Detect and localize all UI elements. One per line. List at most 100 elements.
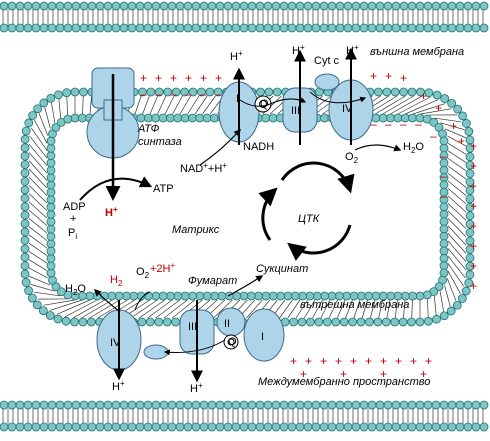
outer-membrane-label: външна мембрана bbox=[370, 46, 464, 58]
complex-IV-label-bottom: IV bbox=[110, 337, 121, 349]
positive-sign: + bbox=[350, 354, 357, 368]
complex-III-bottom bbox=[179, 300, 215, 383]
positive-sign: + bbox=[470, 259, 477, 273]
positive-sign: + bbox=[200, 71, 207, 85]
fumarate-label: Фумарат bbox=[188, 275, 237, 287]
negative-sign: – bbox=[415, 117, 422, 131]
positive-sign: + bbox=[155, 71, 162, 85]
negative-sign: – bbox=[140, 87, 147, 101]
negative-sign: – bbox=[385, 117, 392, 131]
complex-I-bottom bbox=[243, 308, 285, 362]
complex-II-bottom bbox=[216, 307, 246, 337]
q-label-top: Q bbox=[260, 98, 269, 110]
positive-sign: + bbox=[458, 134, 465, 148]
complex-IV-top bbox=[328, 47, 374, 145]
negative-sign: – bbox=[170, 87, 177, 101]
h-matrix-label: H+ bbox=[105, 205, 118, 219]
ubiquinone-bottom bbox=[223, 334, 239, 350]
complex-IV-bottom bbox=[96, 300, 142, 381]
h-label-3: H+ bbox=[346, 43, 359, 57]
positive-sign: + bbox=[300, 367, 307, 381]
negative-sign: – bbox=[440, 169, 447, 183]
positive-sign: + bbox=[305, 354, 312, 368]
succinate-label: Сукцинат bbox=[256, 263, 308, 275]
o2-label-bottom: O2 bbox=[136, 266, 150, 280]
q-label-bottom: Q bbox=[228, 336, 237, 348]
atp-synthase bbox=[79, 67, 153, 201]
negative-sign: – bbox=[215, 87, 222, 101]
2h-label-bottom: +2H+ bbox=[150, 261, 176, 275]
positive-sign: + bbox=[470, 139, 477, 153]
positive-sign: + bbox=[290, 354, 297, 368]
pi-label: Pi bbox=[68, 227, 77, 241]
adp-label: ADP bbox=[63, 201, 86, 213]
negative-sign: – bbox=[440, 149, 447, 163]
positive-sign: + bbox=[470, 179, 477, 193]
h-label-bottom-1: H+ bbox=[112, 379, 125, 393]
negative-sign: – bbox=[440, 189, 447, 203]
negative-sign: – bbox=[185, 87, 192, 101]
cytochrome-c-bottom bbox=[143, 344, 169, 360]
positive-sign: + bbox=[470, 159, 477, 173]
matrix-label: Матрикс bbox=[172, 224, 220, 236]
h2o-label-top: H2O bbox=[403, 141, 424, 155]
complex-III-label-bottom: III bbox=[188, 321, 197, 333]
positive-sign: + bbox=[365, 354, 372, 368]
positive-sign: + bbox=[450, 119, 457, 133]
complex-I-label-top: I bbox=[236, 93, 239, 105]
cytochrome-c bbox=[314, 73, 340, 91]
positive-sign: + bbox=[380, 367, 387, 381]
h2o-label-bottom: H2O bbox=[65, 283, 86, 297]
complex-IV-label-top: IV bbox=[342, 103, 353, 115]
positive-sign: + bbox=[140, 71, 147, 85]
negative-sign: – bbox=[430, 129, 437, 143]
h-label-bottom-2: H+ bbox=[190, 381, 203, 395]
negative-sign: – bbox=[155, 87, 162, 101]
intermembrane-space-label: Междумембранно пространство bbox=[258, 376, 430, 388]
complex-III-top bbox=[282, 49, 318, 145]
electron-path-top bbox=[239, 97, 307, 107]
positive-sign: + bbox=[435, 101, 442, 115]
h2o-arrow-bottom bbox=[93, 288, 121, 313]
positive-sign: + bbox=[185, 71, 192, 85]
inner-membrane-label: вътрешна мембрана bbox=[300, 299, 409, 311]
positive-sign: + bbox=[215, 71, 222, 85]
positive-sign: + bbox=[470, 219, 477, 233]
positive-sign: + bbox=[380, 354, 387, 368]
cyt-c-label: Cyt c bbox=[314, 55, 340, 67]
positive-sign: + bbox=[470, 239, 477, 253]
electron-path-cytc bbox=[309, 91, 367, 104]
positive-sign: + bbox=[470, 199, 477, 213]
atp-synthase-label-2: синтаза bbox=[138, 136, 182, 148]
adp-plus: + bbox=[70, 213, 76, 225]
complex-I-top bbox=[218, 67, 260, 145]
tca-cycle bbox=[258, 161, 355, 261]
nad-label: NAD++H+ bbox=[180, 161, 227, 175]
h-label-1: H+ bbox=[230, 49, 243, 63]
complex-I-label-bottom: I bbox=[261, 331, 264, 343]
complex-II-label-bottom: II bbox=[224, 318, 230, 330]
negative-charges: –––––––––––––– bbox=[140, 87, 447, 203]
negative-sign: – bbox=[370, 117, 377, 131]
complex-III-label-top: III bbox=[291, 105, 300, 117]
positive-sign: + bbox=[420, 367, 427, 381]
nad-arrow bbox=[199, 128, 241, 166]
tca-label: ЦТК bbox=[298, 213, 320, 225]
o2-arrow bbox=[354, 144, 402, 152]
outer-membrane-bottom bbox=[0, 400, 489, 432]
nadh-label: NADH bbox=[243, 141, 274, 153]
positive-sign: + bbox=[340, 367, 347, 381]
positive-sign: + bbox=[385, 69, 392, 83]
positive-charges: +++++++++++++++++++++++++++++++++++ bbox=[140, 69, 477, 381]
atp-synthase-label-1: АТФ bbox=[137, 123, 160, 135]
positive-sign: + bbox=[400, 71, 407, 85]
positive-sign: + bbox=[410, 354, 417, 368]
positive-sign: + bbox=[335, 354, 342, 368]
positive-sign: + bbox=[395, 354, 402, 368]
positive-sign: + bbox=[170, 71, 177, 85]
succinate-arrow bbox=[227, 275, 264, 297]
positive-sign: + bbox=[370, 69, 377, 83]
negative-sign: – bbox=[200, 87, 207, 101]
h2-label-bottom: H2 bbox=[110, 274, 123, 288]
